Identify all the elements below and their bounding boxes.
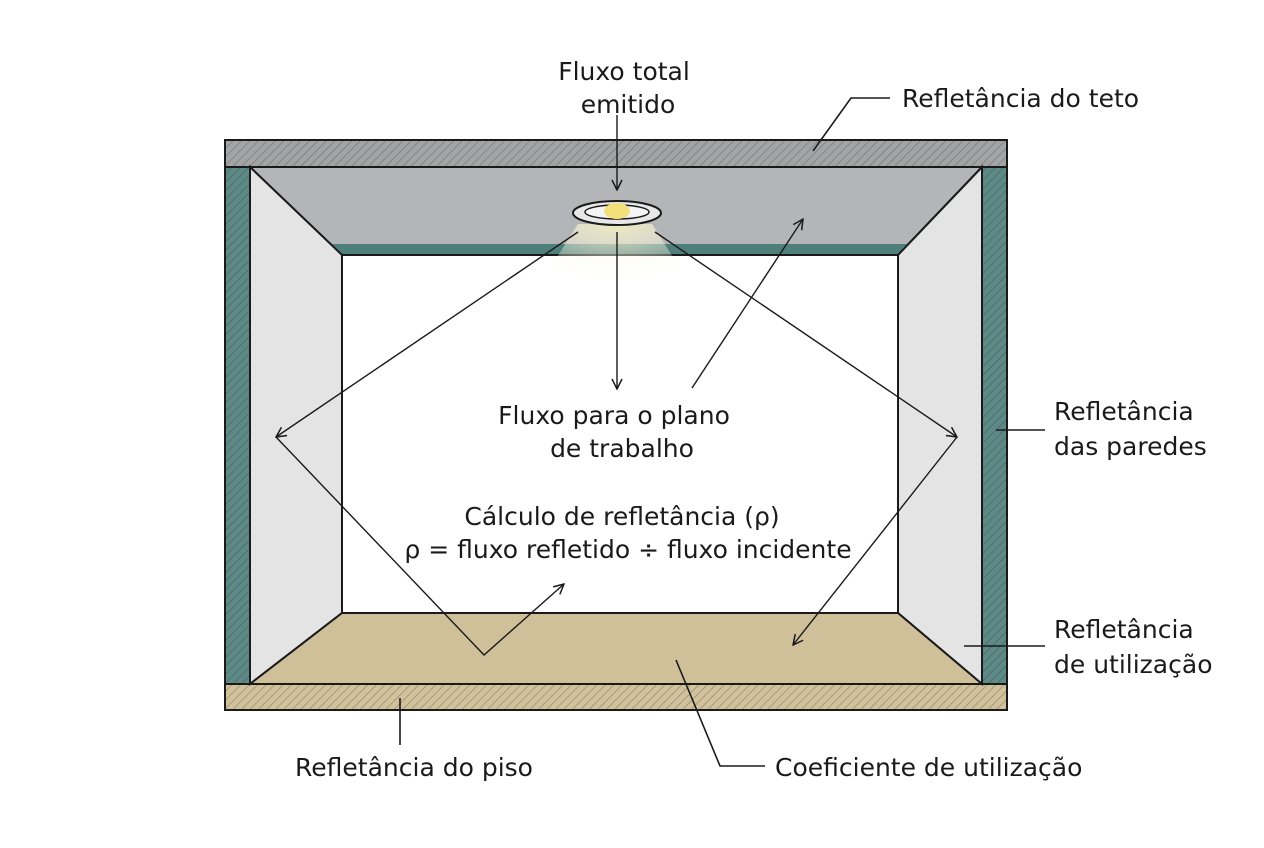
label-ceiling-reflectance: Refletância do teto xyxy=(902,84,1139,113)
arrow-right-bounce xyxy=(793,436,958,645)
label-work-plane-line2: de trabalho xyxy=(550,434,694,463)
leader-lines xyxy=(399,97,1045,767)
label-flux-total-line2: emitido xyxy=(581,90,676,119)
label-walls-line2: das paredes xyxy=(1054,432,1207,461)
label-formula-title: Cálculo de refletância (ρ) xyxy=(464,502,779,531)
light-fixture-icon xyxy=(572,200,662,226)
arrow-left-wall xyxy=(276,231,579,437)
leader-coefficient xyxy=(675,659,765,767)
back-wall xyxy=(341,254,899,614)
arrow-right-wall xyxy=(654,231,957,437)
floor-surface xyxy=(247,612,985,685)
label-work-plane-line1: Fluxo para o plano xyxy=(498,401,730,430)
light-rays xyxy=(275,115,958,656)
label-utilization-coefficient: Coeficiente de utilização xyxy=(775,753,1082,782)
arrow-reflected-up xyxy=(691,219,803,389)
label-formula-equation: ρ = fluxo refletido ÷ fluxo incidente xyxy=(404,535,851,564)
label-reflectance-formula: Cálculo de refletância (ρ) ρ = fluxo ref… xyxy=(404,502,851,564)
left-wall-surface xyxy=(249,164,343,687)
label-utilization-line1: Refletância xyxy=(1054,615,1194,644)
label-walls-line1: Refletância xyxy=(1054,397,1194,426)
floor-slab xyxy=(224,683,1008,711)
light-glow xyxy=(530,224,700,300)
label-utilization-reflectance: Refletância de utilização xyxy=(1054,615,1212,679)
label-flux-total-line1: Fluxo total xyxy=(558,57,690,86)
label-utilization-line2: de utilização xyxy=(1054,650,1212,679)
leader-ceiling xyxy=(812,97,890,152)
label-flux-total: Fluxo total emitido xyxy=(558,57,698,119)
left-wall-outer xyxy=(224,166,251,685)
ceiling-slab xyxy=(224,139,1008,168)
arrow-left-bounce xyxy=(275,436,564,656)
label-floor-reflectance: Refletância do piso xyxy=(295,753,533,782)
label-work-plane-flux: Fluxo para o plano de trabalho xyxy=(498,401,738,463)
right-wall-outer xyxy=(981,166,1008,685)
label-walls-reflectance: Refletância das paredes xyxy=(1054,397,1207,461)
